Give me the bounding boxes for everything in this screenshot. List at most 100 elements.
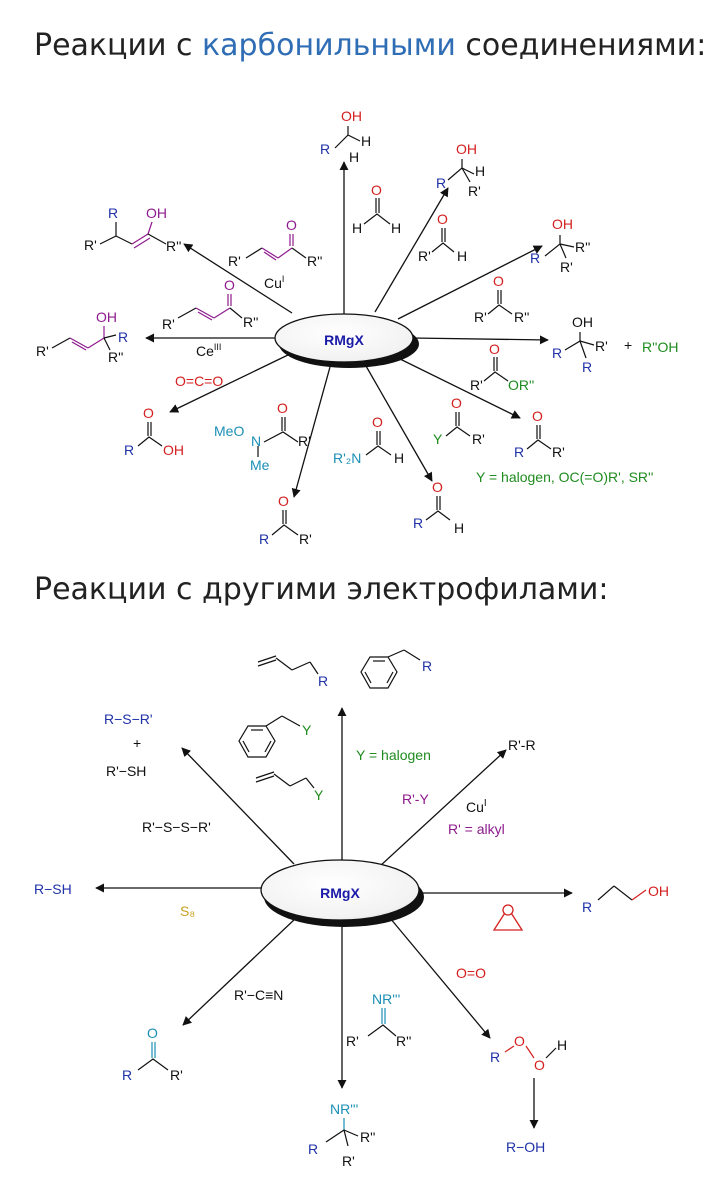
label-r1: R': [560, 259, 573, 275]
label-h: H: [352, 220, 362, 236]
ce-catalyst: CeIII: [196, 342, 221, 359]
label-oh: OH: [552, 216, 573, 232]
cu-catalyst-1: CuI: [264, 274, 284, 291]
hydroperoxide-product: R O O H: [490, 1033, 567, 1073]
disulfide-reagent: R'−S−S−R': [142, 819, 211, 835]
formaldehyde-reagent: O H H: [352, 182, 401, 236]
label-o: O: [432, 479, 443, 495]
label-o: O: [514, 1033, 525, 1049]
label-o: O: [147, 1025, 158, 1041]
label-o: O: [372, 414, 383, 430]
label-r2: R'': [243, 314, 258, 330]
arrow-weinreb: [291, 366, 331, 498]
ketone-reagent: O R' R'': [474, 273, 529, 325]
alkyl-note: R' = alkyl: [448, 821, 505, 837]
arrow-co2: [169, 353, 291, 413]
label-r: R: [108, 205, 118, 221]
label-r: R: [582, 899, 592, 915]
label-h: H: [454, 520, 464, 536]
label-r1: R': [595, 338, 608, 354]
heading-text-end: соединениями:: [455, 28, 707, 63]
label-o: O: [534, 1057, 545, 1073]
label-r1: R': [342, 1153, 355, 1169]
benzyl-y-reagent: Y: [238, 715, 312, 758]
label-r2: R'': [166, 238, 181, 254]
label-r: R: [124, 442, 134, 458]
carboxylic-acid-product: O R OH: [124, 405, 184, 458]
hub-label: RMgX: [324, 332, 364, 348]
label-o: O: [278, 493, 289, 509]
label-r1: R': [170, 1067, 183, 1083]
label-o: O: [532, 408, 543, 424]
label-o: O: [224, 277, 235, 293]
label-oh: OH: [456, 141, 477, 157]
label-o: O: [493, 273, 504, 289]
y-definition: Y = halogen, OC(=O)R', SR'': [476, 469, 653, 485]
label-oh: OH: [96, 309, 117, 325]
allyl-r-product: R: [257, 655, 328, 689]
label-h: H: [457, 248, 467, 264]
label-r1: R': [552, 444, 565, 460]
enone-ce-reagent: O R' R'': [162, 277, 258, 332]
label-r: R: [320, 141, 330, 157]
arrow-acyl: [397, 357, 521, 419]
acyl-y-reagent: O Y R': [433, 395, 485, 447]
label-r2n: R'₂N: [333, 450, 361, 466]
ester-product: OH R' R R + R''OH: [552, 314, 678, 375]
enol-product: R OH R' R'': [84, 205, 181, 254]
arrow-nitrile: [182, 917, 297, 1026]
alkyl-halide-reagent: R'-Y: [402, 791, 429, 807]
label-r2: R'': [575, 239, 590, 255]
carbonyl-section-heading: Реакции с карбонильными соединениями:: [34, 28, 706, 63]
label-r: R: [259, 531, 269, 547]
arrow-formamide: [365, 365, 433, 482]
weinreb-amide-reagent: O MeO N Me R': [214, 400, 311, 473]
ester-reagent: O R' OR'': [470, 341, 534, 393]
carbonyl-diagram: RMgX OH H R H O H H OH H R R': [36, 108, 678, 547]
label-plus: +: [624, 337, 632, 353]
label-r: R: [118, 329, 128, 345]
thiol-byproduct: R'−SH: [106, 763, 146, 779]
cu-catalyst-2: CuI: [466, 798, 487, 815]
label-r2: R'': [360, 1129, 375, 1145]
y-halogen-note: Y = halogen: [356, 747, 431, 763]
label-r1: R': [84, 237, 97, 253]
label-meo: MeO: [214, 423, 244, 439]
secondary-alcohol-product: OH H R R': [436, 141, 485, 199]
arrow-disulfide: [181, 747, 295, 865]
label-h: H: [349, 149, 359, 165]
label-r: R: [413, 515, 423, 531]
benzyl-r-product: R: [360, 649, 432, 689]
label-r1: R': [228, 253, 241, 269]
electrophiles-section-heading: Реакции с другими электрофилами:: [34, 572, 609, 607]
alcohol-product: R−OH: [506, 1139, 545, 1155]
aldehyde-reagent: O R' H: [418, 211, 467, 264]
label-plus: +: [133, 735, 141, 751]
label-o: O: [451, 395, 462, 411]
label-o: O: [277, 400, 288, 416]
arrow-ester: [411, 335, 549, 345]
label-oh: OH: [163, 442, 184, 458]
label-o: O: [371, 182, 382, 198]
hub-ellipse-2: [260, 859, 420, 921]
epoxide-reagent: [492, 904, 524, 931]
label-h: H: [557, 1037, 567, 1053]
sulfide-product: R−S−R': [104, 711, 153, 727]
hydroxyethyl-product: R OH: [582, 883, 669, 915]
label-r: R: [530, 250, 540, 266]
carbonyl-link[interactable]: карбонильными: [202, 28, 456, 63]
arrow-ketone: [397, 245, 543, 320]
ketone-product-right: O R R': [514, 408, 565, 460]
nitrile-reagent: R'−C≡N: [234, 987, 283, 1003]
label-n: N: [251, 433, 261, 449]
enone-cu-reagent: O R' R'': [228, 217, 322, 269]
label-nr3: NR''': [372, 991, 400, 1007]
label-r: R: [422, 658, 432, 674]
hub-ellipse: [274, 313, 414, 363]
label-r1: R': [298, 433, 311, 449]
label-r: R: [308, 1141, 318, 1157]
allyl-y-reagent: Y: [255, 771, 324, 803]
label-r2oh: R''OH: [642, 339, 678, 355]
label-r: R: [436, 175, 446, 191]
